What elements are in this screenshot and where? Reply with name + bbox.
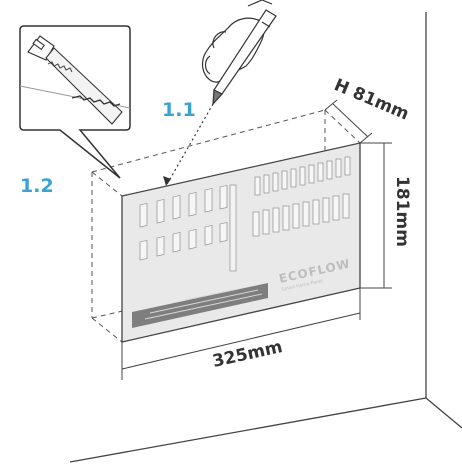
wall-lines bbox=[69, 12, 462, 463]
step-mark-label: 1.1 bbox=[162, 99, 196, 121]
center-slot bbox=[229, 184, 237, 272]
depth-label: H 81mm bbox=[331, 75, 412, 124]
breaker-group-right bbox=[252, 156, 351, 237]
width-dimension bbox=[121, 288, 361, 380]
height-dimension bbox=[360, 142, 392, 289]
warning-label bbox=[132, 283, 268, 328]
mark-pointer-line bbox=[165, 103, 214, 187]
height-label: 181mm bbox=[392, 176, 412, 247]
breaker-group-left bbox=[139, 184, 228, 261]
mark-pointer-arrow bbox=[163, 176, 171, 186]
warning-label-lines bbox=[144, 288, 263, 320]
step-cut-label: 1.2 bbox=[20, 175, 54, 197]
hand-pencil-illustration bbox=[201, 0, 273, 83]
smart-home-panel: ECOFLOW Smart Home Panel bbox=[121, 142, 361, 343]
saw-icon bbox=[27, 35, 123, 125]
width-label: 325mm bbox=[211, 337, 285, 372]
pencil-icon bbox=[212, 9, 277, 106]
depth-dimension bbox=[324, 99, 373, 144]
